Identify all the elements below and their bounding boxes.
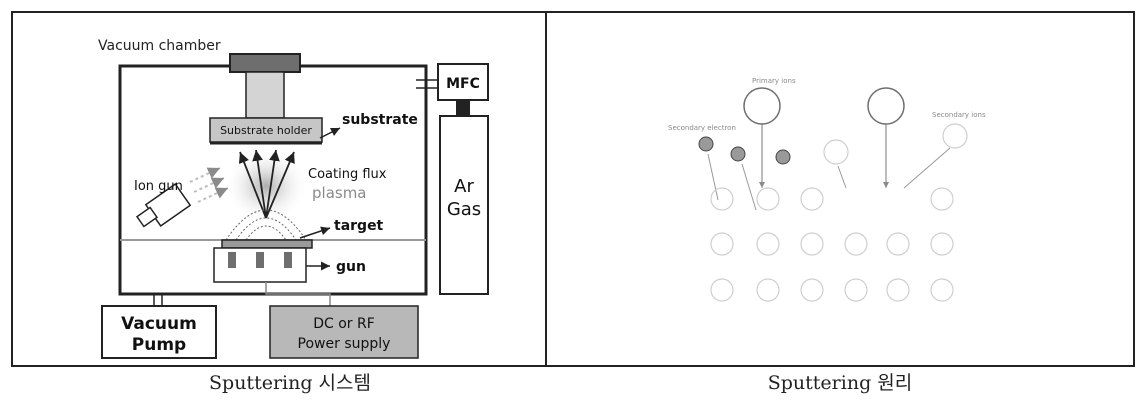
secondary-electron-1	[698, 136, 714, 152]
ion-beam-arrows	[189, 167, 229, 203]
sputtered-path-2	[903, 147, 951, 189]
electron-path-2	[741, 163, 757, 211]
target-lattice	[710, 187, 954, 302]
top-flange	[229, 53, 301, 73]
power-cable	[265, 282, 331, 306]
ion-gun	[135, 182, 192, 228]
sputtered-atom-1	[823, 139, 849, 165]
substrate-pointer-arrow	[319, 127, 341, 139]
substrate-label: substrate	[342, 112, 418, 128]
sputtering-system-diagram: Vacuum chamber Substrate holder substrat…	[98, 38, 489, 359]
ion-gun-label: Ion gun	[134, 179, 183, 194]
substrate-holder-label: Substrate holder	[220, 124, 312, 137]
magnetic-field-lines	[225, 209, 307, 241]
holder-shaft	[245, 71, 285, 119]
electron-path-1	[707, 153, 719, 201]
ar-gas-label-line2: Gas	[447, 199, 481, 220]
power-supply	[269, 305, 419, 359]
gas-valve	[456, 100, 470, 116]
left-caption: Sputtering 시스템	[209, 372, 371, 394]
target-plate	[221, 239, 313, 249]
vacuum-pump-label-line1: Vacuum	[121, 314, 197, 334]
plasma-label: plasma	[312, 184, 367, 202]
sputtered-path-1	[837, 165, 847, 189]
power-supply-label-line2: Power supply	[298, 336, 391, 352]
secondary-electron-2	[730, 146, 746, 162]
sputtered-atom-2	[942, 123, 968, 149]
magnet-center	[256, 252, 264, 268]
secondary-ions-label: Secondary ions	[932, 111, 986, 119]
primary-ions-label: Primary ions	[752, 77, 796, 85]
mfc-label: MFC	[446, 76, 480, 92]
ar-gas-label-line1: Ar	[454, 176, 474, 197]
gun-label: gun	[336, 259, 366, 275]
right-caption: Sputtering 원리	[767, 372, 913, 394]
target-pointer-arrow	[299, 226, 331, 239]
primary-ion-1	[743, 87, 781, 125]
secondary-electron-3	[775, 149, 791, 165]
mfc-box	[437, 63, 489, 101]
target-label: target	[334, 218, 384, 234]
substrate-holder	[209, 117, 323, 143]
magnet-right	[284, 252, 292, 268]
coating-flux-label: Coating flux	[308, 167, 387, 182]
sputtering-principle-diagram: Primary ions Secondary electron Secondar…	[668, 77, 986, 302]
ar-gas-cylinder	[439, 115, 489, 295]
secondary-electron-label: Secondary electron	[668, 124, 736, 132]
magnet-left	[228, 252, 236, 268]
primary-ion-2	[867, 87, 905, 125]
coating-flux-arrows	[238, 149, 295, 219]
outer-frame	[11, 11, 1135, 367]
vacuum-pump-label-line2: Pump	[132, 335, 186, 355]
vacuum-pump	[101, 305, 217, 359]
vacuum-chamber-label: Vacuum chamber	[98, 38, 221, 54]
power-supply-label-line1: DC or RF	[313, 316, 375, 332]
